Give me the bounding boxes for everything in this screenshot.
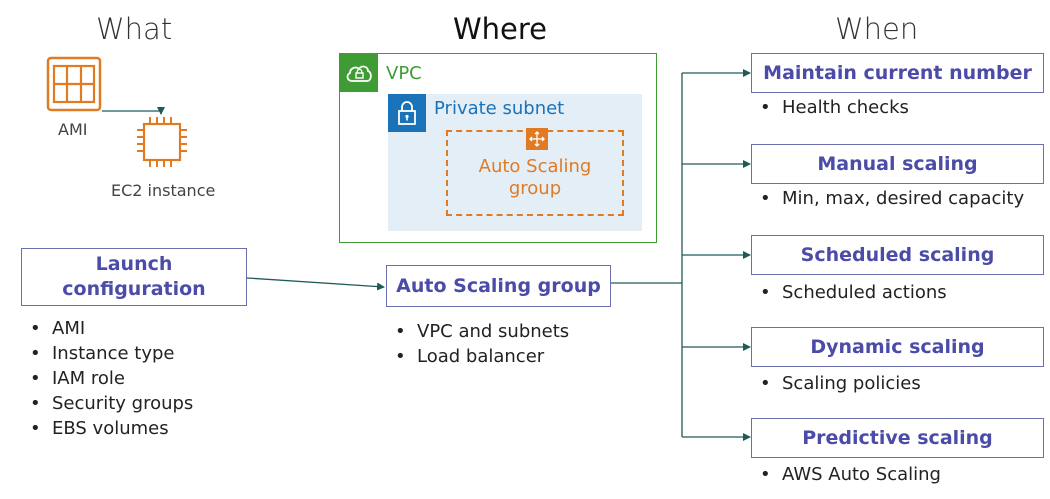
launch-config-title-line1: Launch bbox=[95, 253, 173, 276]
list-item: Load balancer bbox=[389, 344, 569, 369]
auto-scaling-icon bbox=[526, 128, 548, 150]
when-bullet-predictive: AWS Auto Scaling bbox=[754, 462, 941, 487]
list-item: EBS volumes bbox=[24, 416, 193, 441]
asg-inner-label: Auto Scaling group bbox=[448, 156, 622, 200]
ec2-instance-icon bbox=[135, 115, 189, 169]
list-item: IAM role bbox=[24, 366, 193, 391]
launch-config-title-line2: configuration bbox=[62, 278, 206, 300]
when-bullet-maintain: Health checks bbox=[754, 95, 909, 120]
when-bullet-scheduled: Scheduled actions bbox=[754, 280, 947, 305]
auto-scaling-group-box: Auto Scaling group bbox=[386, 265, 611, 307]
asg-group-dashed-box: Auto Scaling group bbox=[446, 128, 624, 216]
ami-to-ec2-arrow bbox=[102, 107, 165, 115]
list-item: AWS Auto Scaling bbox=[754, 462, 941, 487]
list-item: Health checks bbox=[754, 95, 909, 120]
vpc-container: VPC Private subnet bbox=[339, 53, 657, 243]
list-item: Min, max, desired capacity bbox=[754, 186, 1024, 211]
asg-inner-label-line2: group bbox=[508, 178, 562, 199]
when-box-maintain-current-number: Maintain current number bbox=[751, 53, 1044, 93]
heading-when: When bbox=[835, 12, 919, 46]
list-item: Scheduled actions bbox=[754, 280, 947, 305]
list-item: Instance type bbox=[24, 341, 193, 366]
when-box-scheduled-scaling: Scheduled scaling bbox=[751, 235, 1044, 275]
when-bullet-manual: Min, max, desired capacity bbox=[754, 186, 1024, 211]
when-bullet-dynamic: Scaling policies bbox=[754, 371, 921, 396]
list-item: AMI bbox=[24, 316, 193, 341]
lock-icon bbox=[388, 94, 426, 132]
launch-config-bullets: AMI Instance type IAM role Security grou… bbox=[24, 316, 193, 441]
ami-icon bbox=[46, 56, 102, 112]
list-item: VPC and subnets bbox=[389, 319, 569, 344]
launch-to-asg-arrow bbox=[246, 277, 385, 291]
private-subnet-label: Private subnet bbox=[434, 98, 565, 119]
when-box-predictive-scaling: Predictive scaling bbox=[751, 418, 1044, 458]
ec2-caption: EC2 instance bbox=[111, 181, 216, 200]
asg-inner-label-line1: Auto Scaling bbox=[478, 156, 592, 177]
asg-bullets: VPC and subnets Load balancer bbox=[389, 319, 569, 369]
launch-configuration-box: Launch configuration bbox=[21, 248, 247, 306]
vpc-label: VPC bbox=[386, 63, 422, 84]
heading-where: Where bbox=[453, 12, 548, 46]
list-item: Security groups bbox=[24, 391, 193, 416]
when-box-manual-scaling: Manual scaling bbox=[751, 144, 1044, 184]
vpc-cloud-icon bbox=[340, 54, 378, 92]
list-item: Scaling policies bbox=[754, 371, 921, 396]
when-box-dynamic-scaling: Dynamic scaling bbox=[751, 327, 1044, 367]
heading-what: What bbox=[96, 12, 173, 46]
private-subnet-container: Private subnet Auto Scaling group bbox=[388, 94, 642, 231]
ami-caption: AMI bbox=[58, 120, 88, 139]
